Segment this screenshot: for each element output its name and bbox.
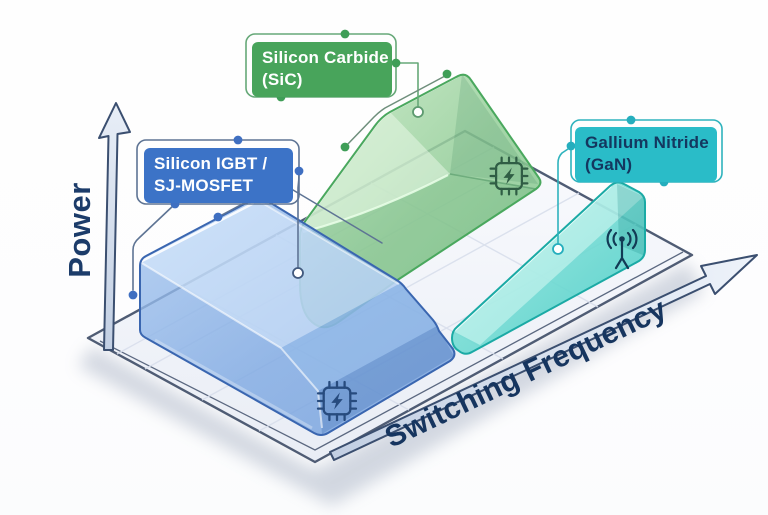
platform-shadow xyxy=(78,262,704,506)
label-gallium-nitride-line1: Gallium Nitride xyxy=(585,133,709,152)
label-silicon-carbide-line2: (SiC) xyxy=(262,69,303,89)
region-gallium-nitride xyxy=(451,181,646,355)
label-silicon-igbt-line2: SJ-MOSFET xyxy=(154,175,254,195)
label-gallium-nitride-line2: (GaN) xyxy=(585,154,633,174)
region-silicon-igbt xyxy=(139,197,456,436)
label-silicon-igbt: Silicon IGBT / SJ-MOSFET xyxy=(144,148,293,203)
label-gallium-nitride: Gallium Nitride (GaN) xyxy=(575,127,717,182)
label-silicon-igbt-line1: Silicon IGBT / xyxy=(154,154,268,173)
y-axis-label: Power xyxy=(62,182,97,278)
chip-bolt-icon xyxy=(316,380,358,422)
antenna-wireless-icon xyxy=(606,228,638,270)
x-axis-arrow xyxy=(329,254,758,461)
label-silicon-carbide-line1: Silicon Carbide xyxy=(262,48,389,67)
label-silicon-carbide: Silicon Carbide (SiC) xyxy=(252,42,392,97)
y-axis-arrow xyxy=(98,102,131,351)
chip-bolt-icon xyxy=(489,156,529,196)
